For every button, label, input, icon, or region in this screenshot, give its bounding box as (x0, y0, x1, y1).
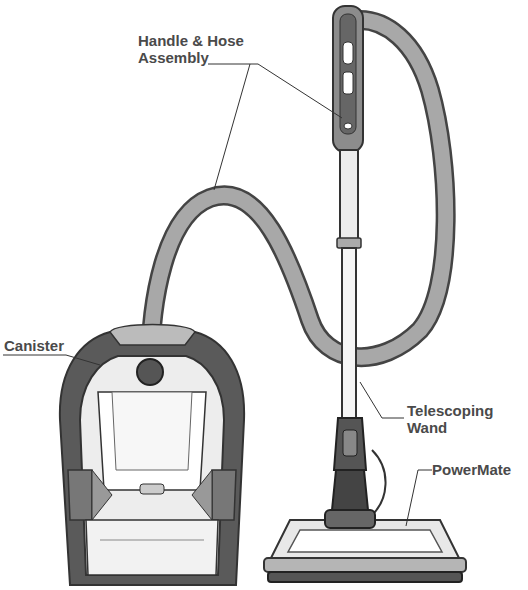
leader-lines (3, 64, 432, 526)
hose (150, 20, 446, 372)
part-label: Canister (4, 337, 84, 354)
canister-body (60, 325, 244, 586)
part-label: PowerMate (432, 461, 524, 478)
telescoping-wand (337, 150, 361, 420)
part-label: Telescoping Wand (407, 402, 519, 436)
hose-outline (150, 20, 446, 372)
part-label: Handle & Hose Assembly (138, 32, 268, 66)
powermate (264, 418, 466, 582)
handle (333, 6, 363, 152)
